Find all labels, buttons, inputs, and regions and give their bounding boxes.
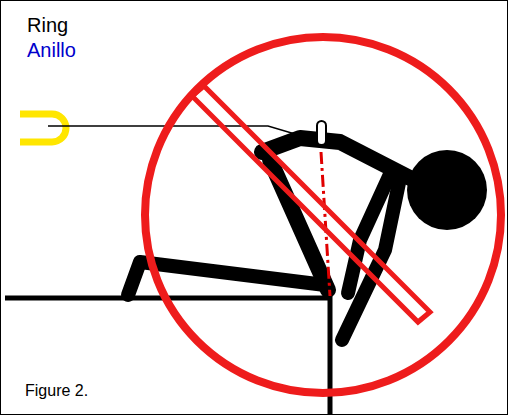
platform: [5, 298, 330, 415]
figure-caption: Figure 2.: [25, 383, 88, 399]
prohibition-slash: [192, 86, 430, 322]
ring-symbol: [20, 114, 66, 142]
head: [407, 150, 487, 230]
label-anillo: Anillo: [27, 40, 76, 60]
prohibition-circle: [145, 37, 501, 393]
clip: [317, 121, 326, 145]
label-ring: Ring: [27, 15, 68, 35]
